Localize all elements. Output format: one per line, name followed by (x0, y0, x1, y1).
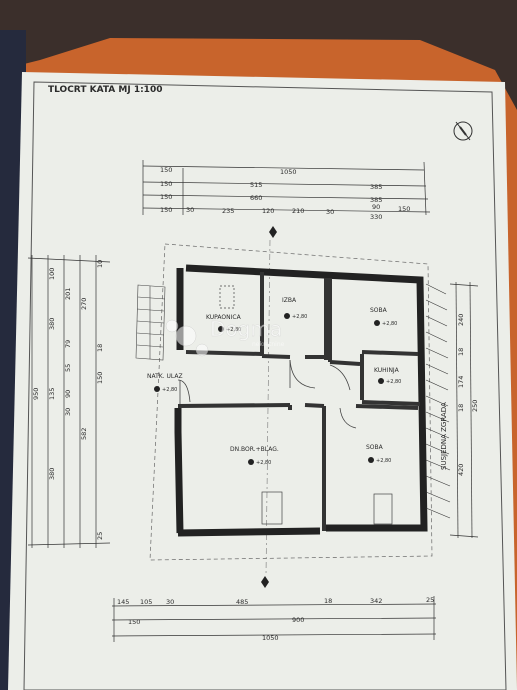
dim-left: 18 (96, 344, 104, 352)
room-name: SOBA (366, 444, 384, 451)
left-dimension-lines (27, 255, 111, 548)
room-name: KUHINJA (374, 367, 400, 374)
north-arrow-icon (453, 121, 473, 141)
watermark-brand: Dogma (210, 317, 282, 341)
dim-top: 150 (398, 205, 410, 213)
watermark-tagline: nekretnine (252, 341, 285, 348)
watermark-logo-icon (165, 319, 209, 357)
room-level: +2,80 (292, 314, 307, 320)
room-name: SOBA (370, 307, 388, 314)
dim-left: 90 (64, 390, 72, 398)
room-level: +2,80 (386, 379, 401, 385)
dim-left: 201 (64, 288, 72, 300)
entrance-stair (135, 284, 166, 361)
room-level: +2,80 (376, 458, 391, 464)
watermark: Dogma nekretnine (165, 317, 285, 357)
dim-right: 250 (471, 400, 479, 412)
dim-top: 90 (372, 203, 380, 211)
section-marker-icons (261, 226, 277, 588)
dim-left: 79 (64, 340, 72, 348)
dim-right: 18 (457, 404, 465, 412)
dim-bottom: 18 (324, 597, 332, 605)
left-dimension-labels: 950 100 380 135 380 201 79 55 90 30 270 … (32, 260, 104, 540)
dim-right: 18 (457, 348, 465, 356)
top-dimension-lines (142, 160, 431, 216)
dim-bottom: 342 (370, 597, 382, 605)
top-dimension-labels: 150 1050 150 515 385 150 660 385 150 30 … (160, 166, 410, 221)
bottom-dimension-labels: 145 105 30 485 18 342 25 150 900 1050 (117, 596, 434, 642)
dim-top: 385 (370, 196, 382, 204)
paper-sheet (8, 72, 517, 690)
dim-left: 30 (64, 408, 72, 416)
dim-left: 100 (48, 268, 56, 280)
dim-top: 210 (292, 207, 304, 215)
room-name: DN.BOR.+BLAG. (230, 446, 279, 453)
dim-bottom: 150 (128, 618, 140, 626)
room-name: KUPAONICA (206, 314, 242, 321)
dim-right: 420 (457, 464, 465, 476)
dim-left: 25 (96, 532, 104, 540)
interior-walls (177, 272, 421, 531)
roof-outline (149, 243, 433, 561)
bottom-dimension-lines (111, 596, 437, 642)
right-dimension-lines (449, 281, 479, 539)
dim-bottom: 1050 (262, 634, 279, 642)
dim-left: 55 (64, 364, 72, 372)
neighbor-building-label: SUSJEDNA ZGRADA (440, 402, 448, 470)
dim-top: 330 (370, 213, 382, 221)
room-name: NATK. ULAZ (147, 373, 183, 380)
dim-top: 150 (160, 193, 172, 201)
dim-bottom: 145 (117, 598, 129, 606)
dim-top: 30 (326, 208, 334, 216)
dim-left: 582 (80, 428, 88, 440)
plan-title: TLOCRT KATA MJ 1:100 (48, 85, 162, 95)
dim-top: 1050 (280, 168, 297, 176)
dim-bottom: 25 (426, 596, 434, 604)
dim-left: 150 (96, 372, 104, 384)
dim-bottom: 105 (140, 598, 152, 606)
dim-bottom: 900 (292, 616, 304, 624)
dim-top: 150 (160, 166, 172, 174)
dim-left: 950 (32, 388, 40, 400)
room-labels: KUPAONICA +2,80 IZBA +2,80 SOBA +2,80 KU… (147, 297, 401, 466)
dim-right: 240 (457, 314, 465, 326)
dim-top: 150 (160, 206, 172, 214)
room-level: +2,80 (226, 327, 241, 333)
dim-top: 30 (186, 206, 194, 214)
dim-left: 135 (48, 388, 56, 400)
dim-bottom: 485 (236, 598, 248, 606)
dim-left: 270 (80, 298, 88, 310)
dim-top: 120 (262, 207, 274, 215)
dim-left: 10 (96, 260, 104, 268)
dim-top: 235 (222, 207, 234, 215)
dim-top: 515 (250, 181, 262, 189)
room-level: +2,80 (256, 460, 271, 466)
fixtures (219, 285, 393, 525)
room-level: +2,80 (162, 387, 177, 393)
drawing-frame (23, 81, 507, 690)
dim-left: 380 (48, 468, 56, 480)
dim-top: 660 (250, 194, 262, 202)
dim-right: 174 (457, 376, 465, 388)
dim-bottom: 30 (166, 598, 174, 606)
dim-top: 150 (160, 180, 172, 188)
level-marker-icons (154, 313, 384, 465)
room-level: +2,80 (382, 321, 397, 327)
dim-top: 385 (370, 183, 382, 191)
right-dimension-labels: 240 18 174 18 250 420 (457, 314, 479, 476)
dim-left: 380 (48, 318, 56, 330)
door-swings (177, 359, 357, 429)
neighbor-building-hatch (425, 283, 451, 519)
room-name: IZBA (282, 297, 297, 304)
